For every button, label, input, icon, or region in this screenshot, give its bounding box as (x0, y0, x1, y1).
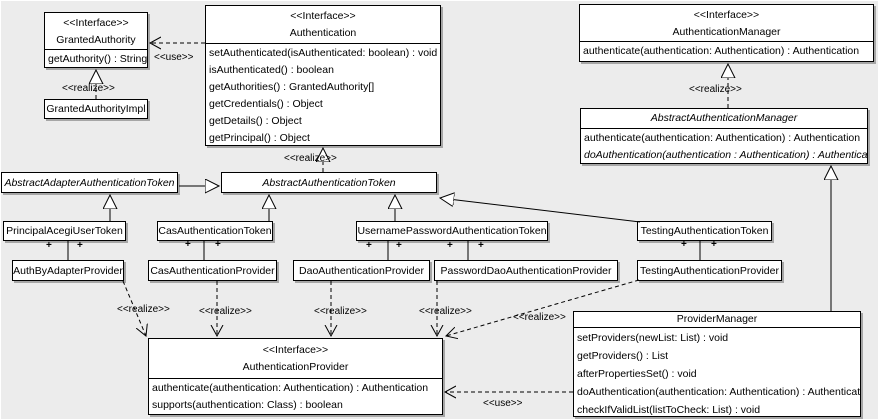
class-testing-authentication-token[interactable]: TestingAuthenticationToken (637, 221, 772, 241)
method: authenticate(authentication: Authenticat… (584, 132, 861, 144)
method: getAuthority() : String (48, 53, 148, 65)
method: getProviders() : List (577, 350, 669, 362)
class-name: AuthByAdapterProvider (13, 264, 123, 277)
association-end-plus: + (478, 240, 484, 251)
association-end-plus: + (77, 240, 83, 251)
class-principal-acegi-user-token[interactable]: PrincipalAcegiUserToken (3, 221, 126, 241)
association-end-plus: + (681, 239, 687, 250)
method: getCredentials() : Object (209, 98, 323, 110)
class-granted-authority-impl[interactable]: GrantedAuthorityImpl (44, 99, 148, 119)
class-abstract-adapter-authentication-token[interactable]: AbstractAdapterAuthenticationToken (1, 172, 178, 193)
method: doAuthentication(authentication : Authen… (584, 149, 868, 161)
class-name: AuthenticationManager (672, 26, 781, 38)
association-end-plus: + (185, 239, 191, 250)
method: afterPropertiesSet() : void (577, 368, 697, 380)
class-granted-authority[interactable]: <<Interface>> GrantedAuthority getAuthor… (44, 12, 148, 68)
association-end-plus: + (366, 240, 372, 251)
method: checkIfValidList(listToCheck: List) : vo… (577, 404, 761, 416)
class-name: PasswordDaoAuthenticationProvider (440, 264, 612, 277)
class-provider-manager[interactable]: ProviderManager setProviders(newList: Li… (573, 311, 861, 417)
method: isAuthenticated() : boolean (209, 64, 334, 76)
realize-label-auth-by-adapter: <<realize>> (117, 304, 170, 315)
association-end-plus: + (711, 239, 717, 250)
class-name: Authentication (289, 27, 357, 39)
realize-label-authentication: <<realize>> (284, 153, 337, 164)
stereotype-label: <<Interface>> (290, 10, 356, 22)
realize-label-password-dao: <<realize>> (419, 306, 472, 317)
realize-label-granted-authority: <<realize>> (62, 83, 115, 94)
realize-label-authentication-manager: <<realize>> (689, 84, 742, 95)
method: setAuthenticated(isAuthenticated: boolea… (209, 47, 438, 59)
use-label-granted-authority: <<use>> (154, 52, 194, 63)
class-authentication-manager[interactable]: <<Interface>> AuthenticationManager auth… (579, 4, 874, 62)
association-end-plus: + (396, 240, 402, 251)
class-testing-authentication-provider[interactable]: TestingAuthenticationProvider (637, 260, 782, 281)
method: doAuthentication(authentication: Authent… (577, 386, 861, 398)
realize-label-dao: <<realize>> (314, 306, 367, 317)
stereotype-label: <<Interface>> (63, 17, 129, 29)
stereotype-label: <<Interface>> (262, 344, 329, 356)
method: authenticate(authentication: Authenticat… (583, 45, 860, 57)
realize-label-testing: <<realize>> (513, 312, 566, 323)
method: getPrincipal() : Object (209, 132, 310, 144)
method: getAuthorities() : GrantedAuthority[] (209, 81, 375, 93)
class-name: CasAuthenticationProvider (150, 264, 275, 277)
class-dao-authentication-provider[interactable]: DaoAuthenticationProvider (293, 260, 430, 281)
class-cas-authentication-token[interactable]: CasAuthenticationToken (157, 221, 273, 241)
association-end-plus: + (215, 239, 221, 250)
class-username-password-authentication-token[interactable]: UsernamePasswordAuthenticationToken (356, 221, 548, 241)
class-name: DaoAuthenticationProvider (299, 264, 424, 277)
class-name: TestingAuthenticationProvider (640, 264, 779, 277)
class-name: GrantedAuthority (56, 34, 136, 46)
class-name: CasAuthenticationToken (158, 225, 272, 237)
method: setProviders(newList: List) : void (577, 332, 729, 344)
class-auth-by-adapter-provider[interactable]: AuthByAdapterProvider (12, 260, 124, 281)
class-name: UsernamePasswordAuthenticationToken (357, 225, 547, 237)
class-abstract-authentication-token[interactable]: AbstractAuthenticationToken (221, 172, 437, 193)
stereotype-label: <<Interface>> (693, 9, 760, 21)
class-authentication[interactable]: <<Interface>> Authentication setAuthenti… (205, 5, 441, 146)
association-end-plus: + (46, 240, 52, 251)
method: getDetails() : Object (209, 115, 302, 127)
class-password-dao-authentication-provider[interactable]: PasswordDaoAuthenticationProvider (434, 260, 618, 281)
class-name: ProviderManager (676, 313, 758, 325)
class-name: TestingAuthenticationToken (640, 225, 769, 237)
class-name: AuthenticationProvider (242, 361, 349, 373)
class-abstract-authentication-manager[interactable]: AbstractAuthenticationManager authentica… (580, 108, 868, 164)
class-name: GrantedAuthorityImpl (46, 103, 146, 115)
method: authenticate(authentication: Authenticat… (152, 382, 429, 394)
use-label-authentication-provider: <<use>> (483, 398, 523, 409)
method: supports(authentication: Class) : boolea… (152, 399, 343, 411)
class-name: AbstractAdapterAuthenticationToken (4, 176, 175, 189)
class-name: PrincipalAcegiUserToken (6, 225, 123, 237)
class-name: AbstractAuthenticationManager (650, 112, 798, 124)
association-end-plus: + (447, 240, 453, 251)
class-authentication-provider[interactable]: <<Interface>> AuthenticationProvider aut… (148, 338, 443, 415)
realize-label-cas: <<realize>> (199, 306, 252, 317)
class-name: AbstractAuthenticationToken (262, 176, 396, 189)
class-cas-authentication-provider[interactable]: CasAuthenticationProvider (148, 260, 277, 281)
